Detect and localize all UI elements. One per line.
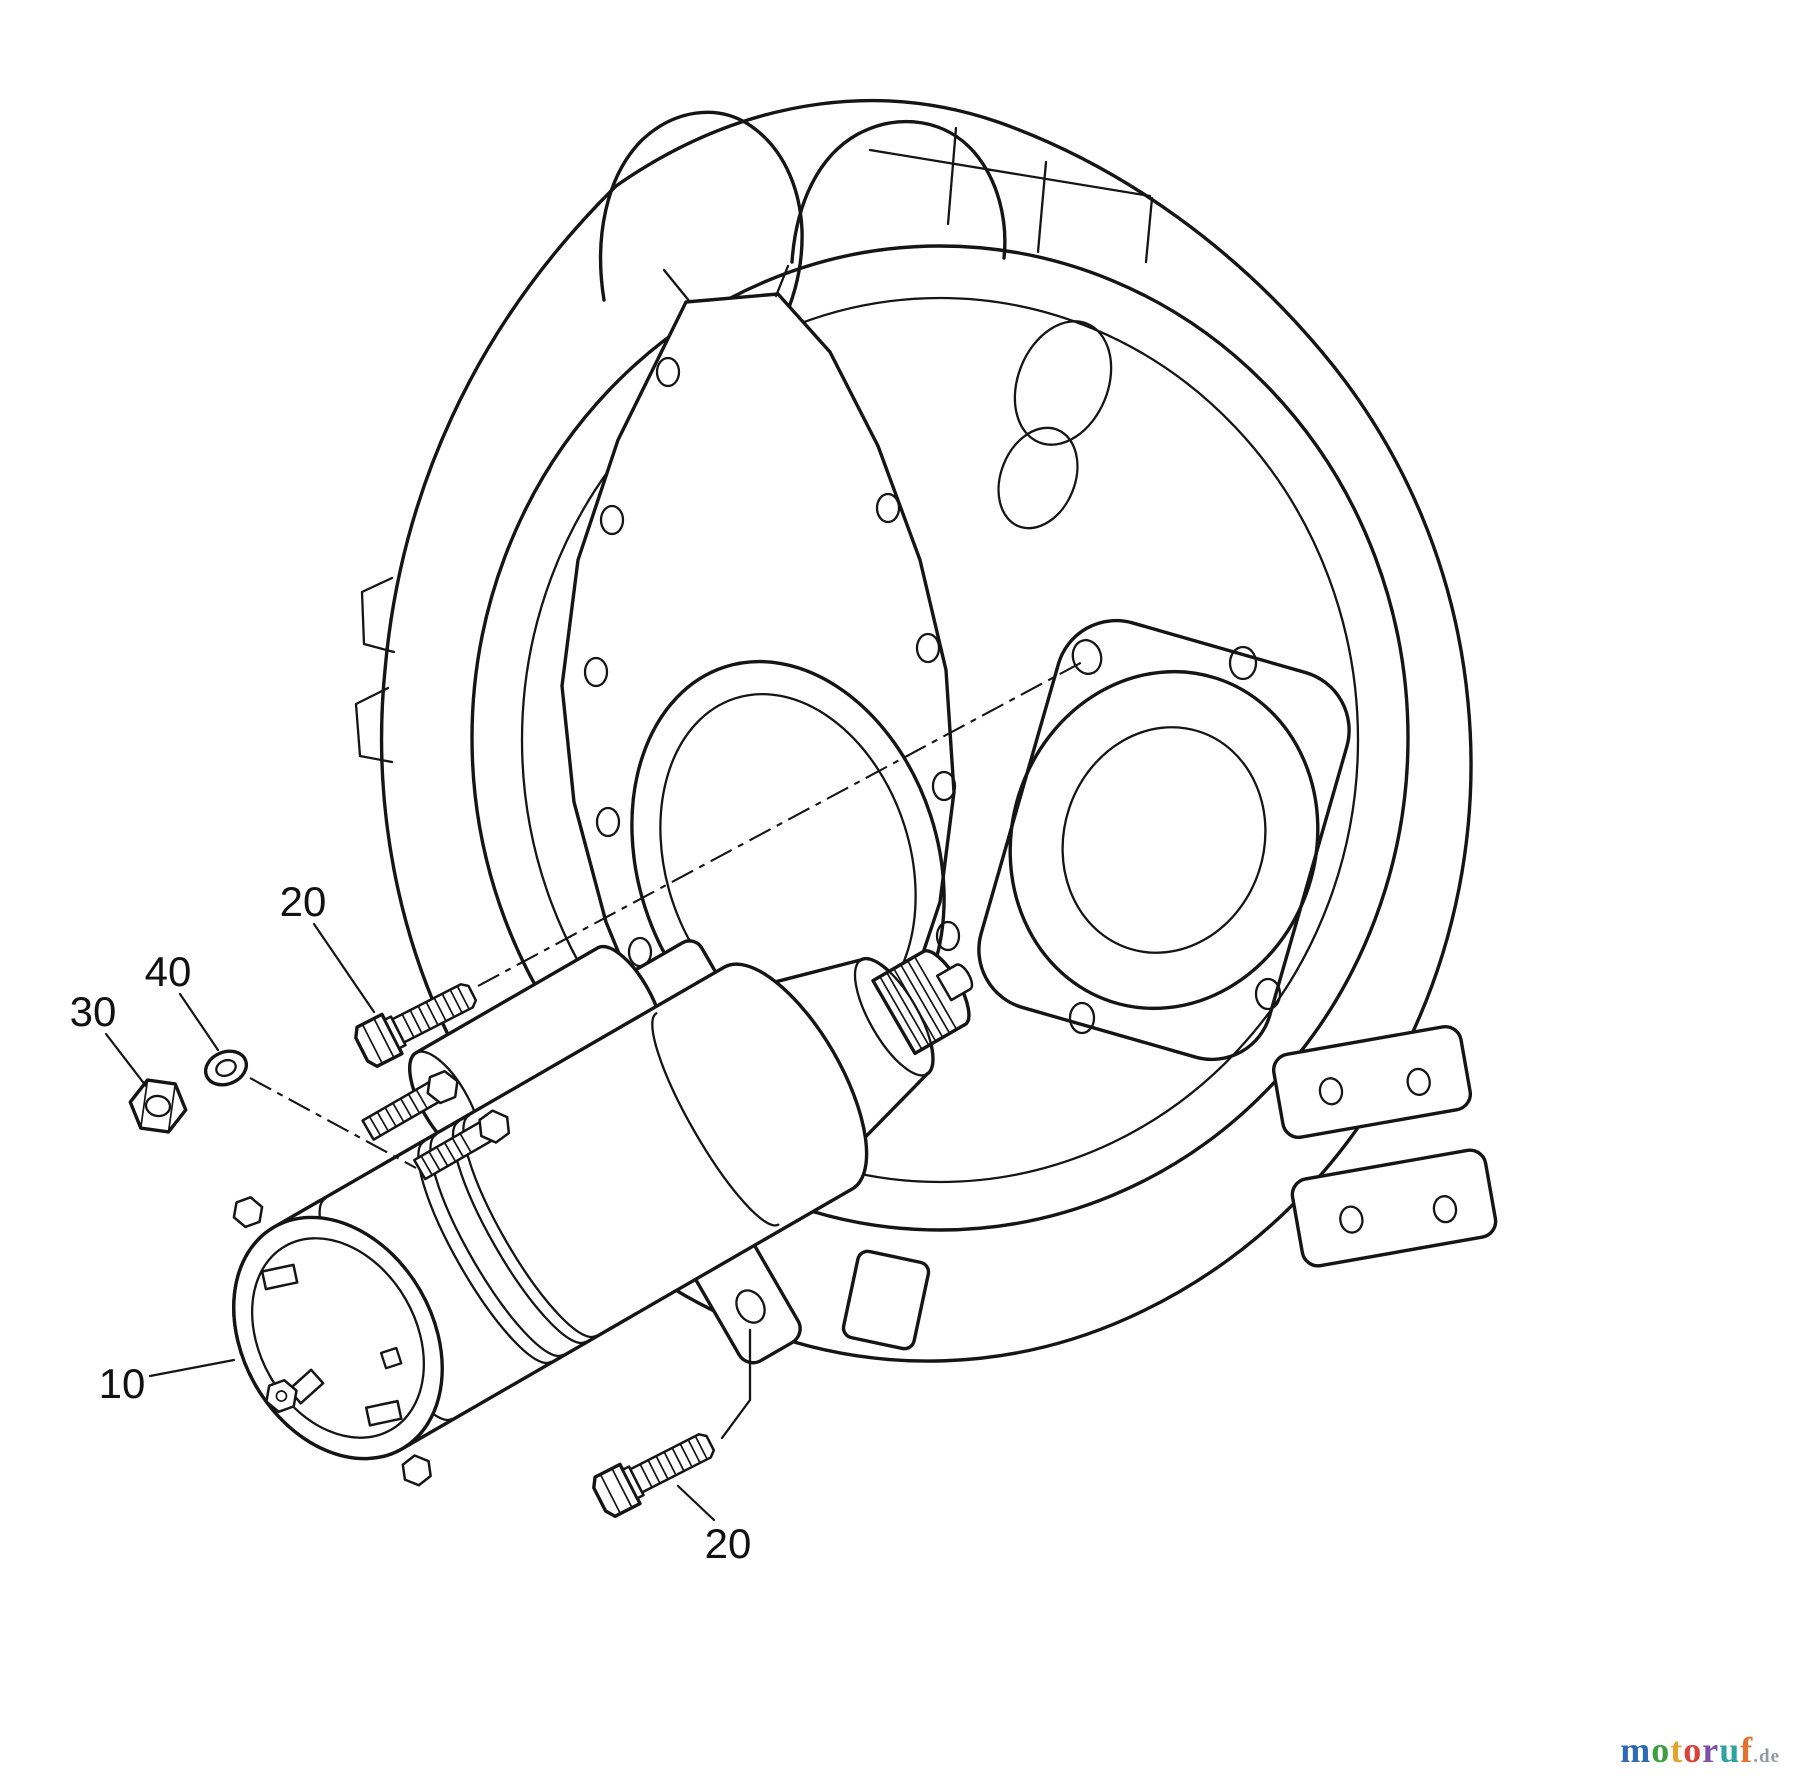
leader-elbow-lower-bolt xyxy=(720,1328,752,1440)
left-tab xyxy=(360,576,396,654)
bell-rim-outer xyxy=(470,244,1410,1232)
plate-hole xyxy=(875,492,901,524)
watermark-letter: r xyxy=(1702,1730,1720,1770)
callout-labels: 20 40 30 10 20 xyxy=(70,878,752,1567)
starter-front-cap xyxy=(232,1196,444,1487)
block-edge-line xyxy=(1144,196,1154,264)
watermark-letter: m xyxy=(1620,1730,1652,1770)
leader-30 xyxy=(104,1032,148,1088)
watermark-letter: o xyxy=(1651,1730,1671,1770)
plate-hole xyxy=(915,632,941,664)
mounting-bracket-lower xyxy=(1290,1148,1498,1268)
callout-label-10: 10 xyxy=(99,1360,146,1407)
pinion-shaft-tip xyxy=(935,963,974,1002)
callout-label-20-lower: 20 xyxy=(705,1520,752,1567)
leader-20-lower xyxy=(676,1484,716,1522)
upper-boss xyxy=(997,426,1079,530)
top-boss-left xyxy=(598,110,804,326)
terminal-nut xyxy=(478,1109,511,1144)
plate-hole xyxy=(935,920,961,952)
centerline-bolt-to-housing xyxy=(477,659,1087,987)
top-boss-right xyxy=(790,119,1007,264)
starter-motor xyxy=(232,939,974,1487)
hex-nut xyxy=(128,1078,188,1134)
callout-label-20-upper: 20 xyxy=(280,878,327,925)
bolt-hole xyxy=(1071,639,1103,675)
mounting-ear-hole xyxy=(735,1289,766,1324)
plate-connector-line xyxy=(662,268,692,304)
block-edge-line xyxy=(1036,160,1048,254)
bell-rim-inner xyxy=(520,296,1360,1184)
terminal-nut xyxy=(426,1069,459,1105)
fasteners xyxy=(128,971,722,1521)
watermark-logo: motoruf.de xyxy=(1620,1729,1780,1771)
plate-hole xyxy=(595,806,621,838)
side-opening xyxy=(1008,669,1320,1011)
leader-lines xyxy=(104,922,716,1522)
callout-label-30: 30 xyxy=(70,988,117,1035)
face-bolt xyxy=(265,1379,298,1414)
leader-40 xyxy=(178,992,220,1052)
hex-bolt-lower xyxy=(588,1421,722,1521)
reference-centerlines xyxy=(249,659,1087,1440)
lock-washer xyxy=(203,1049,249,1087)
bolt-hole xyxy=(1068,1001,1096,1035)
leader-20-upper xyxy=(312,922,376,1014)
plate-connector-line xyxy=(774,264,790,298)
face-tab xyxy=(364,1399,403,1427)
watermark-letter: o xyxy=(1683,1730,1703,1770)
plate-hole xyxy=(599,504,625,536)
flywheel-housing xyxy=(354,98,1498,1363)
bolt-hole xyxy=(1228,645,1258,681)
housing-outline xyxy=(379,98,1473,1363)
watermark-suffix: .de xyxy=(1753,1746,1780,1767)
watermark-letter: f xyxy=(1740,1730,1754,1770)
callout-label-40: 40 xyxy=(145,948,192,995)
block-edge-line xyxy=(946,126,958,226)
rear-ring xyxy=(651,1012,780,1227)
terminal-studs xyxy=(361,1069,511,1181)
leader-10 xyxy=(148,1358,236,1378)
face-tab xyxy=(379,1346,403,1370)
side-cover-plate xyxy=(977,618,1351,1062)
through-bolt-head xyxy=(401,1454,432,1487)
left-tab xyxy=(354,686,394,764)
upper-boss xyxy=(1013,320,1113,446)
mounting-bracket-upper xyxy=(1271,1024,1473,1140)
block-edge-line xyxy=(868,148,1152,198)
face-tab xyxy=(260,1263,299,1291)
plate-hole xyxy=(583,656,609,688)
bottom-tab xyxy=(841,1249,931,1351)
watermark-letter: u xyxy=(1719,1730,1741,1770)
bolt-hole xyxy=(1254,977,1282,1011)
plate-hole xyxy=(931,770,957,802)
through-bolt-head xyxy=(232,1196,264,1229)
centerline-nut-to-stud xyxy=(249,1077,417,1169)
plate-hole xyxy=(655,356,681,388)
watermark-letter: t xyxy=(1670,1730,1684,1770)
watermark-letters: motoruf xyxy=(1620,1730,1753,1770)
